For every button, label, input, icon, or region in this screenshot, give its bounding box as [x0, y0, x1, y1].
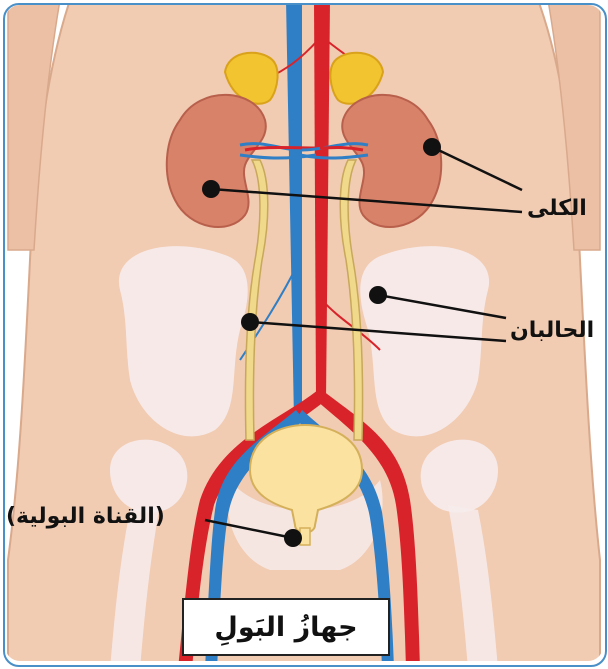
title-box: جهازُ البَولِ [182, 598, 390, 656]
ureter-dot-left [241, 313, 259, 331]
kidney-dot-right [423, 138, 441, 156]
kidney-dot-left [202, 180, 220, 198]
diagram-title: جهازُ البَولِ [214, 612, 357, 643]
label-urethra: (القناة البولية) [6, 504, 165, 529]
ureter-dot-right [369, 286, 387, 304]
label-kidneys: الكلى [527, 196, 587, 221]
label-ureters: الحالبان [510, 318, 594, 343]
urethra-dot [284, 529, 302, 547]
